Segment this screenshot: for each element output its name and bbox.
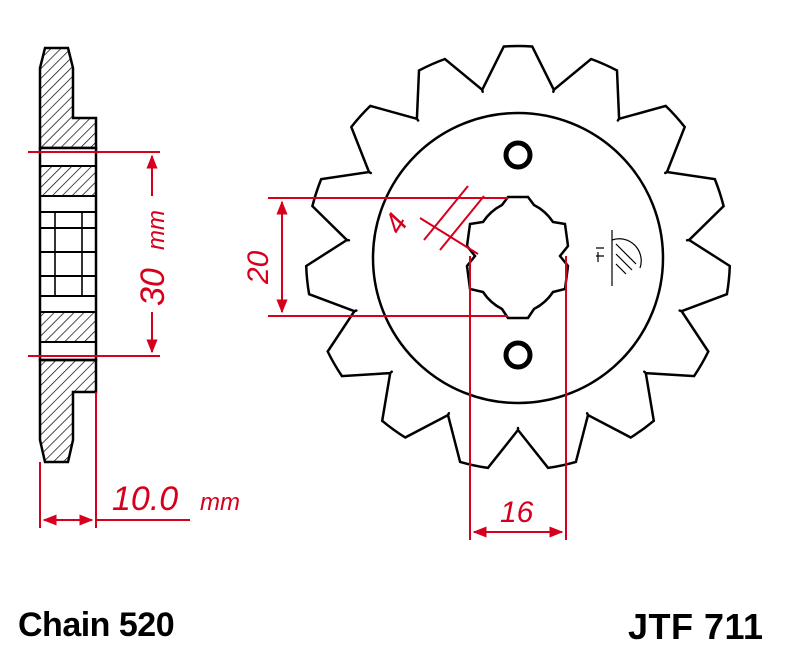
width-dimension: 10.0 mm (39, 392, 240, 528)
side-profile (38, 46, 98, 464)
pitch-dimension-unit: mm (143, 210, 170, 250)
width-dimension-unit: mm (200, 489, 240, 516)
spline-width-dimension-value: 16 (500, 496, 534, 529)
spline-width-dimension: 16 (469, 256, 567, 540)
side-profile-upper-tooth (38, 46, 98, 150)
sprocket-front-view (304, 44, 732, 470)
spline-height-dimension-value: 20 (242, 250, 275, 285)
spline-bore (465, 195, 570, 320)
mounting-hole-top (503, 140, 533, 170)
chain-size-label: Chain 520 (18, 606, 175, 644)
rotation-symbol-icon (596, 230, 642, 286)
spline-height-dimension: 20 (242, 197, 508, 317)
pitch-dimension-value: 30 (134, 268, 172, 306)
mounting-hole-bottom (503, 340, 533, 370)
width-dimension-value: 10.0 (112, 480, 178, 518)
side-profile-lower-tooth (38, 358, 98, 464)
part-number-label: JTF 711 (628, 606, 764, 647)
hub-circle (371, 111, 665, 405)
pitch-dimension: 30 mm (28, 151, 172, 357)
